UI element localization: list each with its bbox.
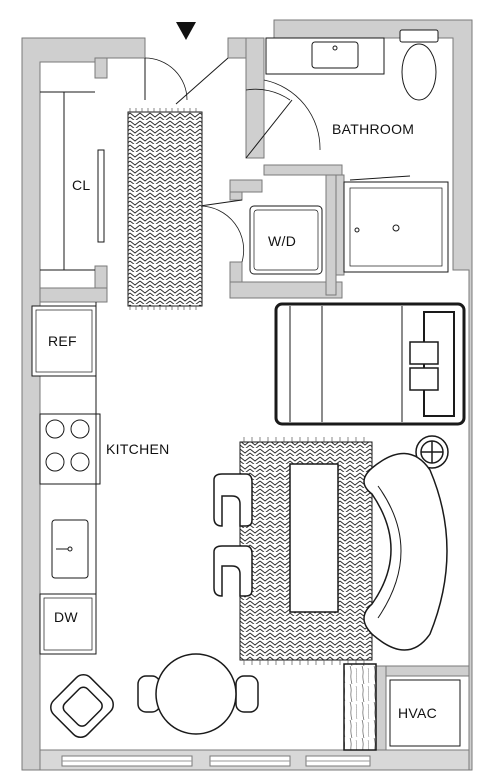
refrigerator[interactable] (31, 305, 97, 377)
bathroom-label: BATHROOM (332, 121, 414, 137)
bathroom-fixtures (265, 29, 449, 273)
toilet-tank (399, 29, 439, 43)
lamp-icon (415, 435, 449, 469)
lounge-chair[interactable] (213, 545, 253, 597)
hvac-wall (375, 665, 470, 677)
coffee-table[interactable] (289, 463, 339, 613)
hvac-unit[interactable] (389, 679, 461, 747)
bathroom-wall-upper (245, 37, 265, 159)
dishwasher-label: DW (54, 609, 78, 625)
closet-wall-bottom (94, 265, 108, 289)
bathroom-wall-lower (263, 164, 343, 176)
burner-icon (70, 419, 90, 439)
runner-rug (127, 108, 203, 310)
hvac-wall-side (375, 665, 387, 751)
burner-icon (70, 452, 90, 472)
closet-wall-base (39, 287, 108, 303)
laundry-door (199, 199, 243, 207)
laundry-wall-bottom (229, 281, 343, 299)
doors (144, 57, 321, 263)
bathroom-door-arc (245, 88, 291, 101)
lounge-chair[interactable] (213, 473, 253, 527)
entry-arrow-icon (176, 22, 196, 40)
closet-label: CL (72, 177, 91, 193)
laundry-wall-right (325, 174, 337, 296)
pillow (409, 367, 439, 391)
dining-table[interactable] (155, 653, 237, 735)
dining-chair[interactable] (235, 675, 259, 713)
pillow (423, 311, 455, 417)
closet-door-panel (97, 149, 105, 243)
burner-icon (45, 452, 65, 472)
armchair[interactable] (47, 671, 118, 742)
lounge-chairs (213, 473, 253, 597)
pillow (409, 341, 439, 365)
laundry-door-arc (199, 205, 245, 263)
entry-door-arc (144, 57, 188, 101)
dishwasher[interactable] (39, 593, 97, 655)
laundry-wall-top (229, 179, 263, 193)
console-table[interactable] (343, 663, 377, 751)
laundry-wall-left (229, 191, 243, 201)
sink-icon (311, 41, 359, 69)
outer-wall (21, 19, 473, 771)
closet-wall-top (94, 57, 108, 79)
windows (61, 755, 371, 767)
washer-dryer[interactable] (249, 205, 323, 275)
curved-sofa[interactable] (363, 452, 448, 651)
refrigerator-label: REF (48, 333, 77, 349)
kitchen-counter (31, 302, 101, 655)
washer-dryer-label: W/D (268, 233, 296, 249)
kitchen-label: KITCHEN (106, 441, 170, 457)
burner-icon (45, 419, 65, 439)
closet (40, 91, 105, 271)
hvac-label: HVAC (398, 705, 437, 721)
dining-set (137, 653, 259, 735)
bed[interactable] (274, 302, 466, 426)
bathroom-door (175, 57, 229, 105)
toilet-icon (401, 43, 437, 101)
